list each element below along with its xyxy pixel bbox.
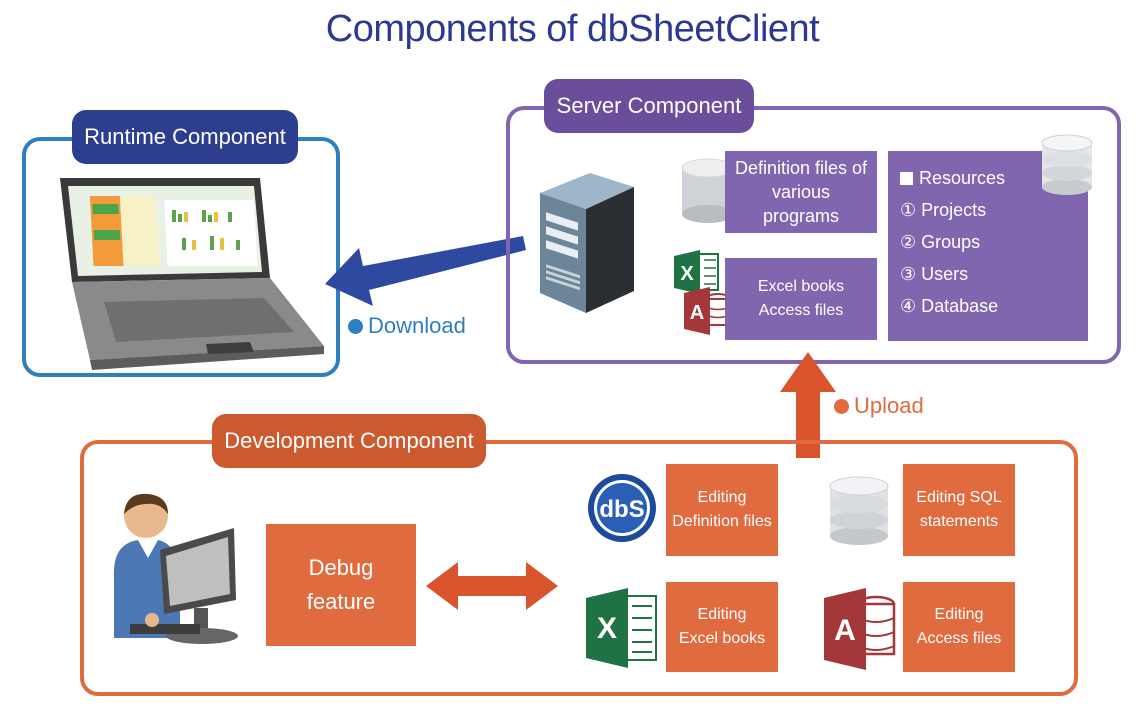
- runtime-component-label: Runtime Component: [72, 110, 298, 164]
- resource-item-users: ③ Users: [900, 264, 969, 284]
- sql-database-icon: [829, 476, 889, 545]
- download-dot-icon: [348, 319, 363, 334]
- server-component-label: Server Component: [544, 79, 754, 133]
- svg-text:X: X: [597, 612, 617, 645]
- development-component-label: Development Component: [212, 414, 486, 468]
- debug-feature-box: Debug feature: [266, 524, 416, 646]
- excel-large-icon: X: [586, 588, 657, 668]
- resources-list: Resources ① Projects ② Groups ③ Users ④ …: [900, 162, 1005, 322]
- developer-at-computer-icon: [113, 493, 238, 644]
- database-stack-icon: [1041, 134, 1093, 195]
- dbsheetclient-logo-icon: dbS: [588, 474, 656, 542]
- server-tower-icon: [540, 173, 634, 313]
- double-headed-arrow: [426, 562, 558, 610]
- laptop-icon: [60, 178, 324, 370]
- resource-item-projects: ① Projects: [900, 200, 987, 220]
- download-label: Download: [348, 313, 466, 339]
- editing-access-files-box: Editing Access files: [903, 582, 1015, 672]
- editing-sql-statements-box: Editing SQL statements: [903, 464, 1015, 556]
- upload-arrow: [780, 352, 836, 458]
- diagram-title: Components of dbSheetClient: [325, 8, 820, 50]
- development-component-frame: [80, 440, 1078, 696]
- square-bullet-icon: [900, 172, 913, 185]
- resource-item-groups: ② Groups: [900, 232, 981, 252]
- editing-definition-files-box: Editing Definition files: [666, 464, 778, 556]
- svg-text:A: A: [690, 302, 704, 324]
- svg-text:A: A: [834, 614, 856, 647]
- upload-label: Upload: [834, 393, 924, 419]
- upload-dot-icon: [834, 399, 849, 414]
- excel-icon: X: [674, 250, 719, 294]
- excel-access-files-box: Excel books Access files: [725, 258, 877, 340]
- svg-text:dbS: dbS: [599, 496, 644, 523]
- editing-excel-books-box: Editing Excel books: [666, 582, 778, 672]
- resources-heading: Resources: [900, 162, 1005, 194]
- access-large-icon: A: [824, 588, 896, 670]
- definition-files-box: Definition files of various programs: [725, 151, 877, 233]
- resource-item-database: ④ Database: [900, 296, 999, 316]
- download-arrow: [325, 236, 526, 306]
- svg-text:X: X: [680, 263, 694, 285]
